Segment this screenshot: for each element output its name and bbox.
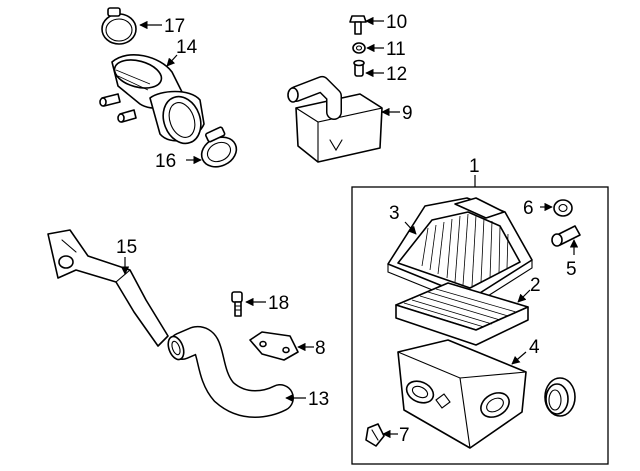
callout-12[interactable]: 12 [386,64,407,85]
duct-seal-ring[interactable] [544,377,576,417]
callout-2[interactable]: 2 [530,275,541,296]
callout-18[interactable]: 18 [268,293,289,314]
callout-7[interactable]: 7 [399,425,410,446]
bolt[interactable] [349,15,367,35]
callout-11[interactable]: 11 [386,39,406,60]
resonator[interactable] [287,76,383,163]
hose-clamp-upper[interactable] [101,7,137,45]
callout-10[interactable]: 10 [386,12,407,33]
callout-4[interactable]: 4 [529,337,540,358]
leader-lines [120,16,579,439]
outlet-pipe[interactable] [47,229,169,347]
callout-8[interactable]: 8 [315,338,326,359]
callout-1[interactable]: 1 [469,156,480,177]
nut[interactable] [352,42,366,54]
callout-15[interactable]: 15 [116,237,137,258]
hose-clamp-lower[interactable] [197,126,241,173]
mounting-bracket[interactable] [249,331,299,361]
clip[interactable] [365,423,385,447]
intake-hose[interactable] [165,326,294,418]
callout-labels: 1 2 3 4 5 6 7 8 9 10 11 12 13 14 15 16 1… [116,12,577,446]
callout-5[interactable]: 5 [566,259,577,280]
air-cleaner-cover[interactable] [387,197,533,307]
callout-3[interactable]: 3 [389,203,400,224]
mount-grommet[interactable] [353,59,365,77]
grommet[interactable] [553,199,573,217]
callout-16[interactable]: 16 [155,151,176,172]
air-filter-element[interactable] [395,282,529,346]
sensor[interactable] [231,291,243,317]
callout-17[interactable]: 17 [164,16,185,37]
bushing[interactable] [551,225,581,247]
air-cleaner-box[interactable] [397,339,527,449]
assembly-frame [351,186,609,465]
callout-14[interactable]: 14 [176,37,198,58]
callout-6[interactable]: 6 [523,198,534,219]
callout-13[interactable]: 13 [308,389,329,410]
callout-9[interactable]: 9 [402,103,413,124]
intake-duct-adapter[interactable] [99,54,207,149]
